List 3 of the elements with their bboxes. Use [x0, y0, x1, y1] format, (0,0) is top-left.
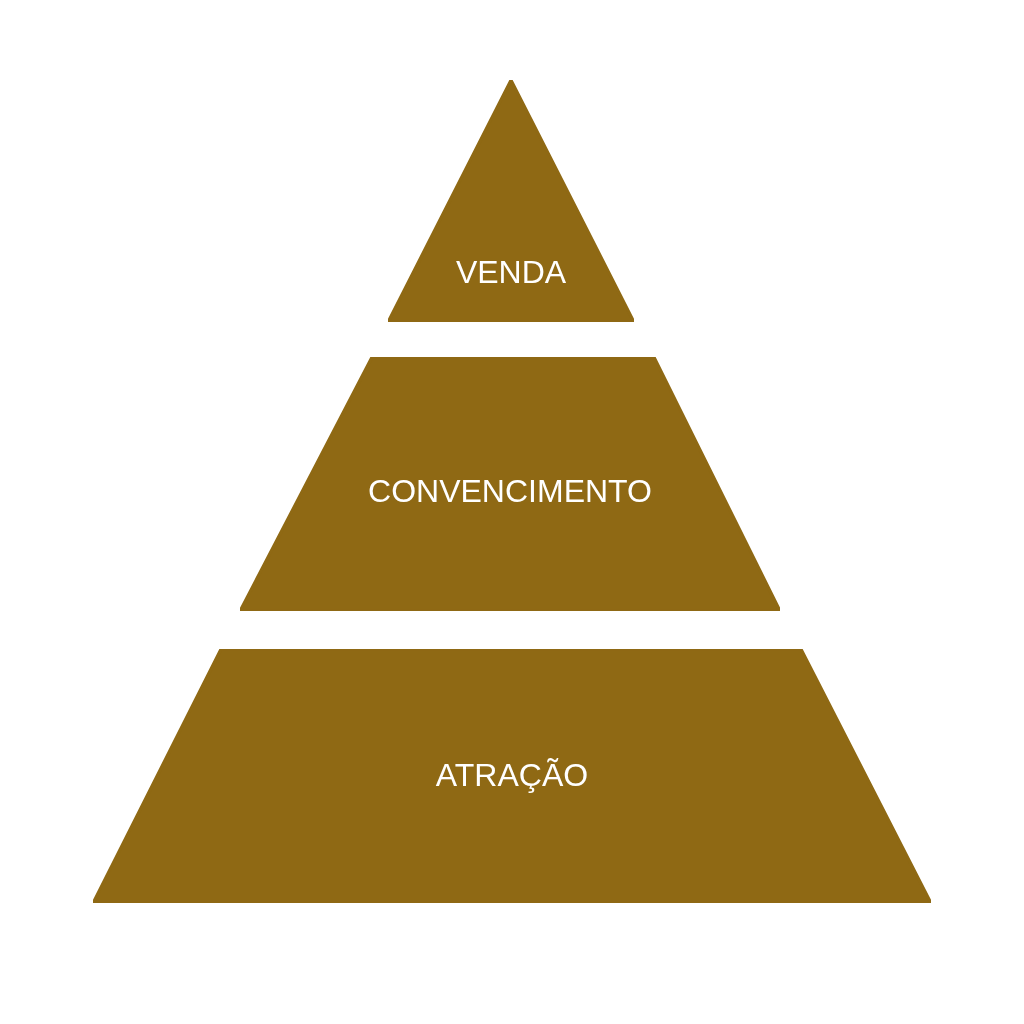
tier-label: VENDA: [455, 254, 567, 290]
tier-label: CONVENCIMENTO: [368, 473, 652, 509]
tier-label: ATRAÇÃO: [435, 757, 589, 793]
